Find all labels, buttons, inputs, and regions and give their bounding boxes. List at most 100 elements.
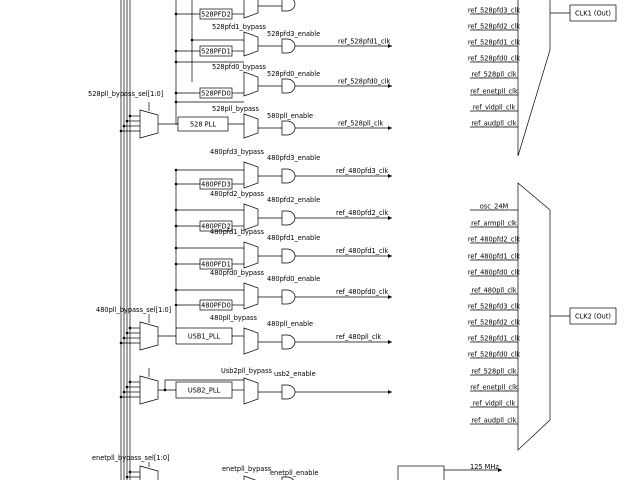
mux-528-select <box>139 109 159 139</box>
block-480pfd0 <box>199 299 233 311</box>
block-480pfd1 <box>199 258 233 270</box>
mux-480-4 <box>243 327 259 355</box>
junction-dot <box>174 182 178 186</box>
block-480pfd1-label: 480PFD1 <box>201 260 231 268</box>
output-label-528-2: ref_528pll_clk <box>338 120 383 128</box>
output-label-480-4: ref_480pll_clk <box>336 333 381 341</box>
label-clk1-out: CLK1 (Out) <box>575 10 611 18</box>
mux1-input-label-7: ref_audpll_clk <box>471 120 516 128</box>
enable-label-528-1: 528pfd0_enable <box>267 70 320 78</box>
output-label-480-3: ref_480pfd0_clk <box>336 288 388 296</box>
box-clk1-out <box>569 4 617 22</box>
mux2-input-label-1: ref_armpll_clk <box>471 220 517 228</box>
junction-dot <box>119 341 123 345</box>
gate-480-2 <box>281 248 296 264</box>
gate-528pfd2 <box>281 0 296 12</box>
mux-480-0 <box>243 161 259 189</box>
block-usb2pll <box>175 381 233 399</box>
junction-dot <box>128 380 132 384</box>
block-528pll <box>177 116 229 132</box>
arrow-head <box>388 174 392 178</box>
junction-dot <box>122 390 126 394</box>
bypass-label-528-0: 528pfd1_bypass <box>212 23 267 31</box>
mux1-input-label-1: ref_528pfd2_clk <box>468 23 520 31</box>
junction-dot <box>125 475 129 479</box>
mux2-input-label-6: ref_528pfd3_clk <box>468 303 520 311</box>
junction-dot <box>174 303 178 307</box>
enable-label-480-2: 480pfd1_enable <box>267 234 320 242</box>
gate-528-2 <box>281 120 296 136</box>
block-enet-div <box>397 465 445 484</box>
enable-label-480-0: 480pfd3_enable <box>267 154 320 162</box>
box-clk2-out <box>569 307 617 325</box>
arrow-head <box>498 468 502 472</box>
enable-label-528-2: 580pll_enable <box>267 112 313 120</box>
block-480pfd0-label: 480PFD0 <box>201 301 231 309</box>
output-label-528-1: ref_528pfd0_clk <box>338 78 390 86</box>
block-480pfd3 <box>199 178 233 190</box>
junction-dot <box>163 388 167 392</box>
junction-dot <box>174 262 178 266</box>
mux1-input-label-6: ref_vidpll_clk <box>473 104 516 112</box>
mux1-input-label-2: ref_528pfd1_clk <box>468 39 520 47</box>
enable-label-480-1: 480pfd2_enable <box>267 196 320 204</box>
mux2-input-label-11: ref_enetpll_clk <box>470 384 518 392</box>
output-label-480-1: ref_480pfd2_clk <box>336 209 388 217</box>
label-enet-select: enetpll_bypass_sel[1:0] <box>92 454 170 462</box>
block-528pfd0-label: 528PFD0 <box>201 89 231 97</box>
mux-528-2 <box>243 113 259 139</box>
mux-usb2-select <box>139 375 159 405</box>
junction-dot <box>128 114 132 118</box>
mux-480-1 <box>243 203 259 231</box>
mux2-input-label-0: osc_24M <box>480 203 509 211</box>
mux2-input-label-7: ref_528pfd2_clk <box>468 319 520 327</box>
junction-dot <box>122 336 126 340</box>
junction-dot <box>174 49 178 53</box>
junction-dot <box>174 12 178 16</box>
bypass-label-enet: enetpll_bypass <box>222 465 272 473</box>
junction-dot <box>190 38 194 42</box>
block-usb2pll-label: USB2_PLL <box>188 386 221 394</box>
mux-528-0 <box>243 31 259 57</box>
gate-480-3 <box>281 289 296 305</box>
junction-dot <box>174 288 178 292</box>
mux2-input-label-4: ref_480pfd0_clk <box>468 269 520 277</box>
bypass-label-480-1: 480pfd2_bypass <box>210 190 265 198</box>
bypass-label-480-2: 480pfd1_bypass <box>210 228 265 236</box>
mux-528pfd2 <box>243 0 259 19</box>
bypass-label-usb2: Usb2pll_bypass <box>221 367 273 375</box>
enable-label-480-4: 480pll_enable <box>267 320 313 328</box>
output-label-480-0: ref_480pfd3_clk <box>336 167 388 175</box>
mux1-input-label-3: ref_528pfd0_clk <box>468 55 520 63</box>
gate-480-4 <box>281 334 296 350</box>
block-528pll-label: 528 PLL <box>190 120 216 128</box>
mux-enet <box>243 475 259 484</box>
junction-dot <box>119 129 123 133</box>
junction-dot <box>122 124 126 128</box>
gate-usb2 <box>281 384 296 400</box>
mux2-input-label-5: ref_480pll_clk <box>471 287 516 295</box>
junction-dot <box>125 385 129 389</box>
junction-dot <box>174 208 178 212</box>
junction-dot <box>174 60 178 64</box>
mux-enet-select <box>139 465 159 484</box>
block-480pfd2 <box>199 220 233 232</box>
mux-480-select <box>139 321 159 351</box>
mux-480-2 <box>243 241 259 269</box>
mux2-input-label-3: ref_480pfd1_clk <box>468 253 520 261</box>
enable-label-480-3: 480pfd0_enable <box>267 275 320 283</box>
enable-label-usb2: usb2_enable <box>274 370 316 378</box>
bypass-label-480-3: 480pfd0_bypass <box>210 269 265 277</box>
mux-480-3 <box>243 282 259 310</box>
mux-usb2 <box>243 377 259 405</box>
mux2-input-label-13: ref_audpll_clk <box>471 417 516 425</box>
bypass-label-528-2: 528pll_bypass <box>212 105 259 113</box>
block-480pfd3-label: 480PFD3 <box>201 180 231 188</box>
bypass-label-528-1: 528pfd0_bypass <box>212 63 267 71</box>
block-528pfd2 <box>199 8 233 20</box>
gate-528-0 <box>281 38 296 54</box>
arrow-head <box>388 295 392 299</box>
block-usb1pll-label: USB1_PLL <box>188 332 221 340</box>
